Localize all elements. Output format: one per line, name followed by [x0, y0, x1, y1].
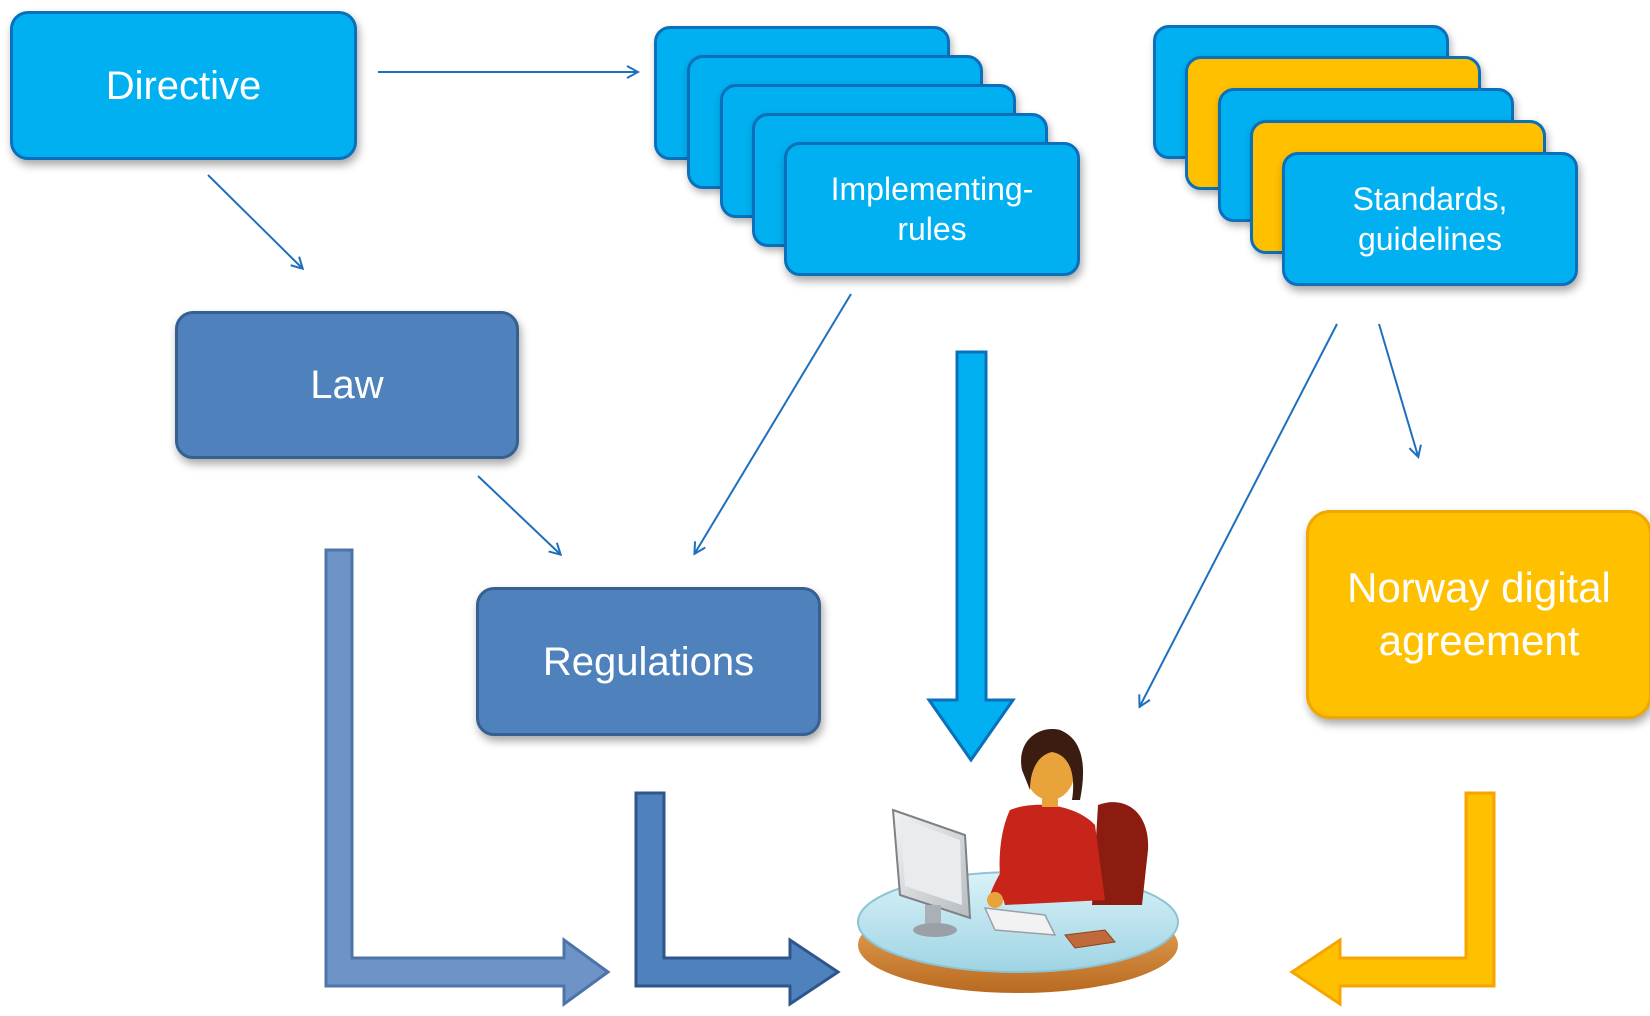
regulations-box: Regulations — [476, 587, 821, 736]
woman-at-computer-desk-icon — [857, 729, 1179, 993]
arrow-standards-to-user — [1140, 323, 1338, 706]
l-arrow-law-to-user — [324, 548, 611, 1007]
standards-guidelines-label: Standards, guidelines — [1352, 181, 1508, 257]
arrow-standards-to-norway — [1378, 323, 1418, 456]
big-arrow-implementing-to-user — [926, 350, 1016, 763]
implementing-rules-box: Implementing- rules — [784, 142, 1080, 276]
implementing-rules-label: Implementing- rules — [830, 171, 1034, 247]
arrow-implementing-to-regulations — [695, 293, 852, 553]
norway-digital-agreement-box: Norway digital agreement — [1306, 510, 1650, 719]
standards-guidelines-box: Standards, guidelines — [1282, 152, 1578, 286]
regulations-label: Regulations — [542, 639, 755, 684]
law-box: Law — [175, 311, 519, 459]
l-arrow-norway-to-user — [1289, 791, 1496, 1007]
directive-box: Directive — [10, 11, 357, 160]
arrow-directive-to-law — [207, 174, 302, 268]
directive-label: Directive — [105, 63, 262, 108]
norway-digital-agreement-label: Norway digital agreement — [1347, 564, 1611, 664]
law-label: Law — [310, 363, 384, 407]
arrow-law-to-regulations — [477, 475, 560, 554]
l-arrow-regulations-to-user — [634, 791, 841, 1007]
